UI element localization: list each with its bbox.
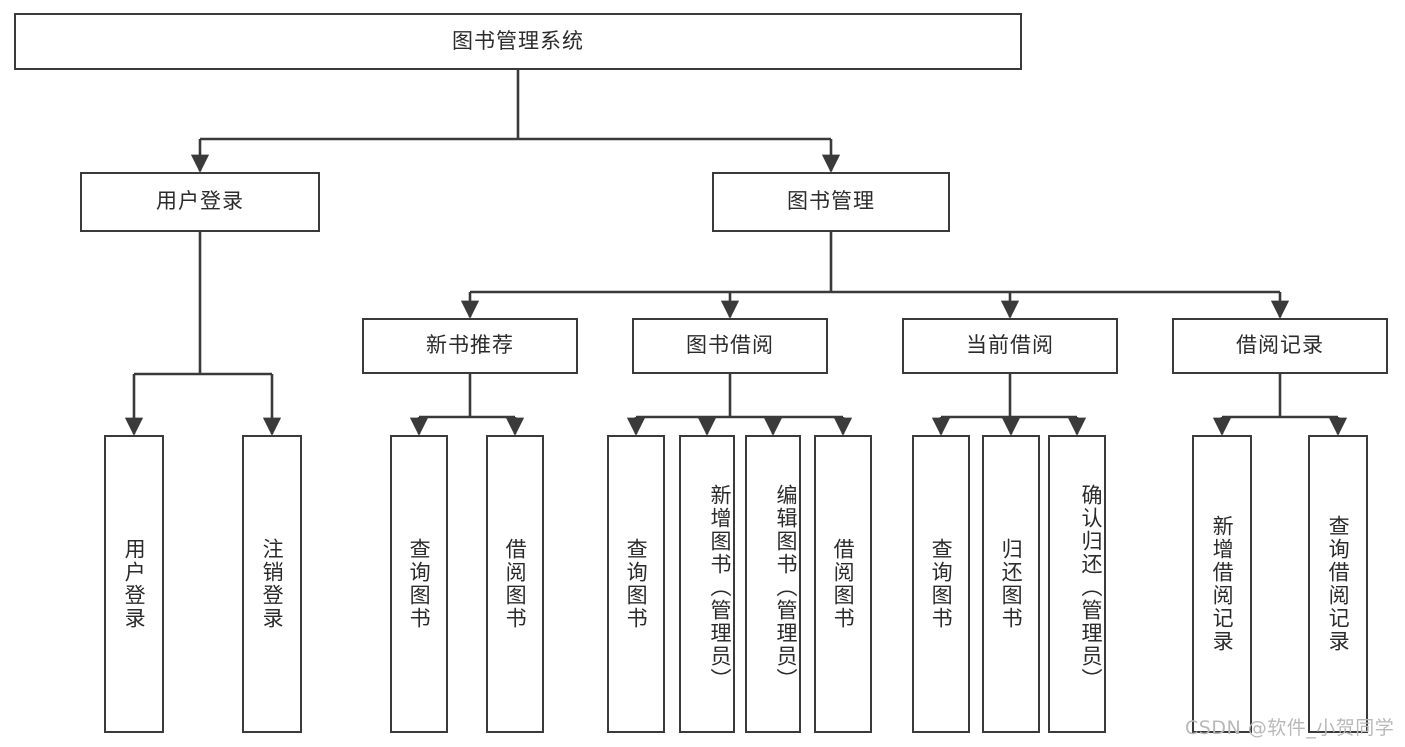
node-book-manage[interactable]: 图书管理 [712,172,950,232]
node-leaf-confirm-return[interactable]: 确认归还（管理员） [1048,435,1106,733]
node-user-login[interactable]: 用户登录 [80,172,320,232]
node-label: 确认归还（管理员） [1079,483,1103,691]
watermark-text: CSDN @软件_小贺同学 [1185,717,1395,739]
node-leaf-user-login[interactable]: 用户登录 [104,435,164,733]
node-label: 当前借阅 [966,333,1054,358]
node-label: 新书推荐 [426,333,514,358]
node-leaf-query-book-2[interactable]: 查询图书 [607,435,665,733]
node-leaf-edit-book[interactable]: 编辑图书（管理员） [745,435,801,733]
node-label: 查询借阅记录 [1326,515,1351,653]
node-new-book-recommend[interactable]: 新书推荐 [362,318,578,374]
node-label: 借阅记录 [1236,333,1324,358]
node-label: 图书管理系统 [452,28,584,53]
node-book-borrow[interactable]: 图书借阅 [632,318,828,374]
node-label: 用户登录 [122,538,147,630]
node-label: 查询图书 [624,538,649,630]
node-label: 查询图书 [929,538,954,630]
node-leaf-add-book[interactable]: 新增图书（管理员） [679,435,735,733]
node-label: 借阅图书 [831,538,856,630]
node-label: 查询图书 [407,538,432,630]
node-leaf-return-book[interactable]: 归还图书 [982,435,1040,733]
node-label: 图书借阅 [686,333,774,358]
edges [124,70,1348,436]
node-leaf-query-book-3[interactable]: 查询图书 [912,435,970,733]
node-leaf-borrow-book-1[interactable]: 借阅图书 [486,435,544,733]
node-label: 归还图书 [999,538,1024,630]
node-label: 图书管理 [787,189,875,214]
node-leaf-borrow-book-2[interactable]: 借阅图书 [814,435,872,733]
node-label: 用户登录 [156,189,244,214]
node-root[interactable]: 图书管理系统 [14,13,1022,70]
node-label: 新增借阅记录 [1210,515,1235,653]
node-leaf-add-record[interactable]: 新增借阅记录 [1192,435,1252,733]
node-label: 注销登录 [260,538,285,630]
node-label: 编辑图书（管理员） [774,483,798,691]
node-label: 借阅图书 [503,538,528,630]
node-label: 新增图书（管理员） [708,483,732,691]
node-current-borrow[interactable]: 当前借阅 [902,318,1118,374]
node-leaf-query-record[interactable]: 查询借阅记录 [1308,435,1368,733]
node-leaf-logout[interactable]: 注销登录 [242,435,302,733]
node-borrow-record[interactable]: 借阅记录 [1172,318,1388,374]
node-leaf-query-book-1[interactable]: 查询图书 [390,435,448,733]
